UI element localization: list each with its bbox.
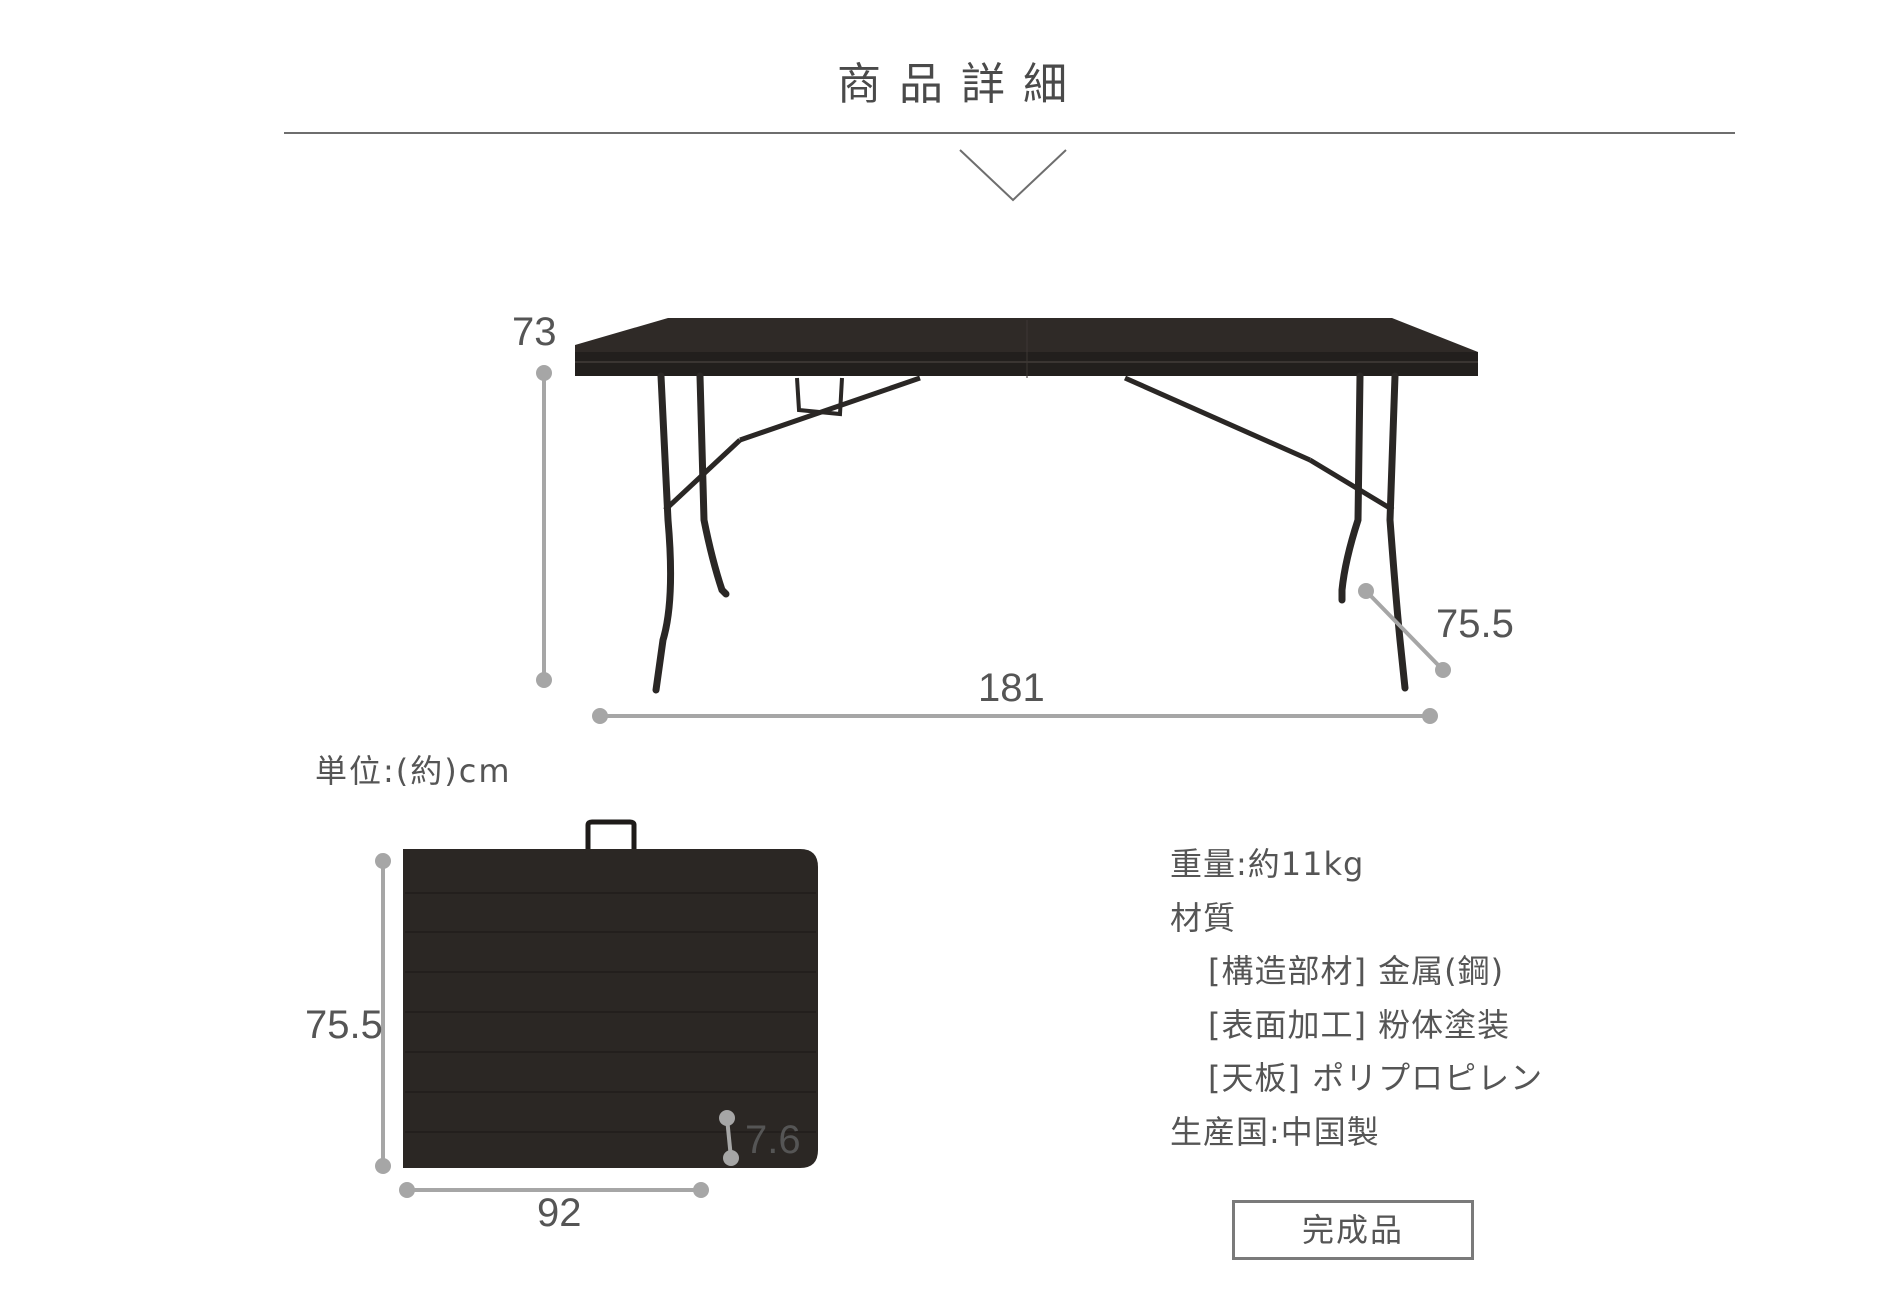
open-height-label: 73	[512, 310, 557, 354]
folded-thickness-label: 7.6	[745, 1118, 801, 1162]
chevron-down-icon	[959, 149, 1067, 202]
spec-material-top: [天板] ポリプロピレン	[1208, 1059, 1544, 1097]
open-width-label: 181	[978, 666, 1045, 710]
folded-table-diagram: 75.5 92 7.6	[0, 800, 900, 1280]
folded-table-illustration	[375, 819, 818, 1198]
spec-list: 重量:約11kg 材質 [構造部材] 金属(鋼) [表面加工] 粉体塗装 [天板…	[1170, 838, 1543, 1159]
folded-height-label: 75.5	[305, 1003, 383, 1047]
unit-label: 単位:(約)cm	[315, 752, 512, 790]
spec-material-finish: [表面加工] 粉体塗装	[1208, 1005, 1511, 1044]
spec-origin: 生産国:中国製	[1170, 1112, 1380, 1151]
open-depth-label: 75.5	[1436, 602, 1514, 646]
assembled-badge: 完成品	[1232, 1200, 1474, 1260]
folded-width-label: 92	[537, 1191, 582, 1235]
open-table-illustration	[536, 318, 1478, 724]
spec-material-heading: 材質	[1170, 898, 1237, 937]
open-table-diagram: 73 181 75.5	[512, 310, 1514, 724]
spec-weight: 重量:約11kg	[1170, 845, 1365, 883]
header-divider	[284, 132, 1735, 134]
section-title: 商品詳細	[837, 59, 1085, 110]
spec-material-structure: [構造部材] 金属(鋼)	[1208, 952, 1505, 990]
